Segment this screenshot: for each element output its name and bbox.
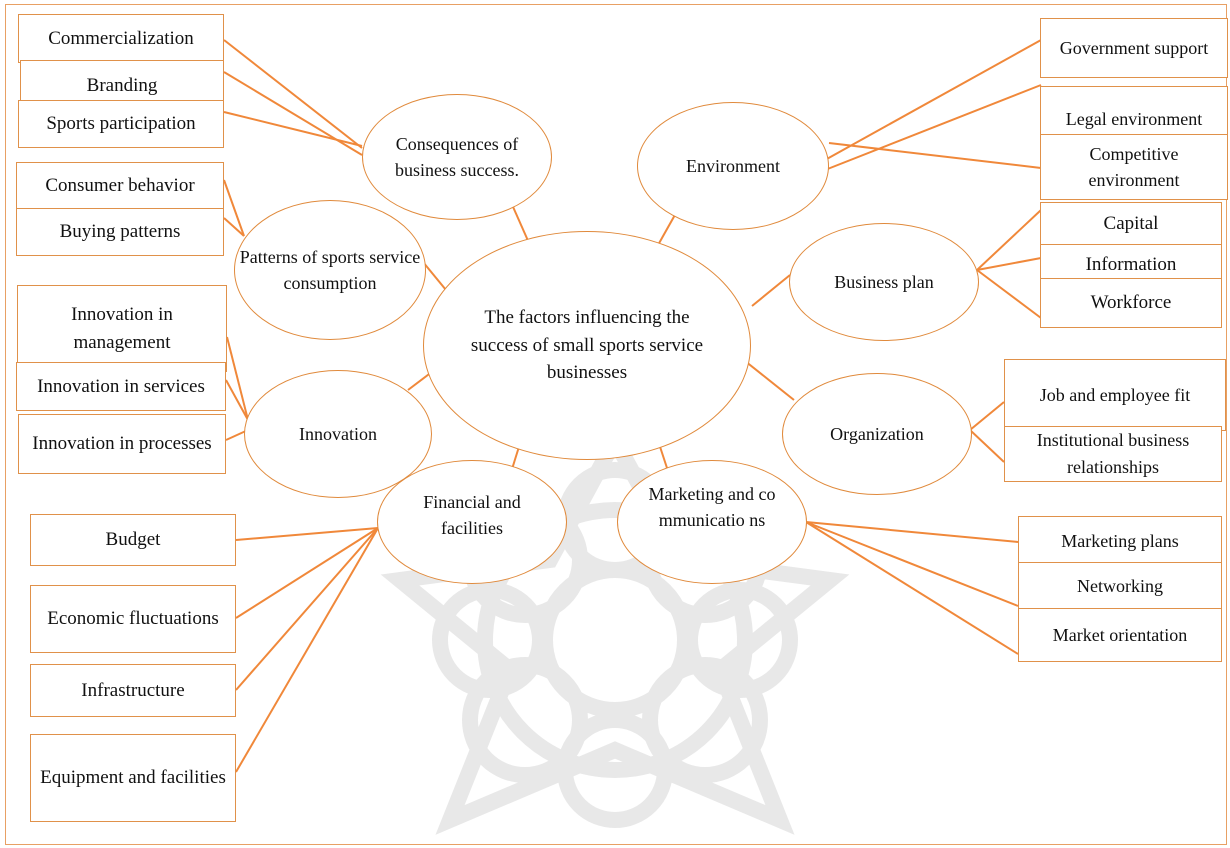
connector: [824, 84, 1042, 171]
box-infrastructure: Infrastructure: [30, 664, 236, 717]
box-competitive-environment: Competitive environment: [1040, 134, 1228, 200]
ellipse-innovation: Innovation: [244, 370, 432, 498]
connector: [969, 429, 1005, 463]
box-innovation-services: Innovation in services: [16, 362, 226, 411]
diagram-frame: [5, 4, 1227, 845]
connector: [976, 209, 1042, 271]
connector: [976, 257, 1042, 271]
connector: [223, 39, 363, 149]
connector: [805, 521, 1019, 655]
connector: [422, 261, 447, 291]
box-information: Information: [1040, 244, 1222, 280]
connector: [824, 39, 1042, 161]
box-marketing-plans: Marketing plans: [1018, 516, 1222, 566]
ellipse-organization: Organization: [782, 373, 972, 495]
ellipse-center: The factors influencing the success of s…: [423, 231, 751, 460]
box-consumer-behavior: Consumer behavior: [16, 162, 224, 210]
connector: [226, 336, 249, 421]
box-economic-fluctuations: Economic fluctuations: [30, 585, 236, 653]
box-sports-participation: Sports participation: [18, 100, 224, 148]
box-buying-patterns: Buying patterns: [16, 208, 224, 256]
connector: [235, 527, 379, 541]
connector: [223, 179, 245, 237]
connector: [223, 111, 363, 147]
ellipse-financial-facilities: Financial and facilities: [377, 460, 567, 584]
box-networking: Networking: [1018, 562, 1222, 610]
connector: [976, 269, 1042, 319]
box-capital: Capital: [1040, 202, 1222, 246]
box-job-employee-fit: Job and employee fit: [1004, 359, 1226, 431]
box-legal-environment: Legal environment: [1040, 86, 1228, 138]
box-innovation-management: Innovation in management: [17, 285, 227, 372]
box-institutional-relationships: Institutional business relationships: [1004, 426, 1222, 482]
connector: [235, 527, 379, 773]
connector: [828, 142, 1042, 169]
box-equipment-facilities: Equipment and facilities: [30, 734, 236, 822]
connector: [223, 217, 245, 237]
box-commercialization: Commercialization: [18, 14, 224, 63]
connector: [969, 401, 1005, 431]
ellipse-marketing-communications: Marketing and communicatio ns: [617, 460, 807, 584]
ellipse-patterns: Patterns of sports service consumption: [234, 200, 426, 340]
box-budget: Budget: [30, 514, 236, 566]
connector: [225, 379, 249, 421]
box-innovation-processes: Innovation in processes: [18, 414, 226, 474]
box-market-orientation: Market orientation: [1018, 608, 1222, 662]
ellipse-business-plan: Business plan: [789, 223, 979, 341]
connector: [805, 521, 1019, 543]
ellipse-consequences: Consequences of business success.: [362, 94, 552, 220]
connector: [751, 274, 791, 307]
box-workforce: Workforce: [1040, 278, 1222, 328]
connector: [235, 527, 379, 619]
connector: [739, 356, 795, 401]
ellipse-environment: Environment: [637, 102, 829, 230]
connector: [805, 521, 1019, 607]
connector: [235, 527, 379, 691]
connector: [223, 71, 363, 156]
box-government-support: Government support: [1040, 18, 1228, 78]
